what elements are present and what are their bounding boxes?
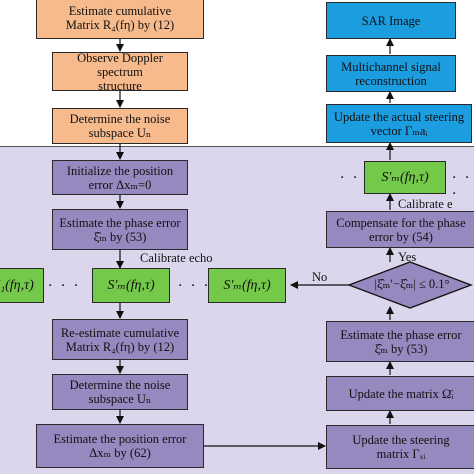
iterative-region xyxy=(0,146,474,474)
estimate-phase-error-box-right: Estimate the phase error ξ̂ₘ by (53) xyxy=(326,321,474,362)
ellipsis-right: · · · xyxy=(340,170,373,186)
calibrate-echo-label: Calibrate echo xyxy=(140,251,213,265)
ellipsis-2: · · · xyxy=(178,278,211,294)
sar-image-box: SAR Image xyxy=(326,2,456,39)
compensate-phase-box: Compensate for the phase error by (54) xyxy=(326,211,474,248)
re-estimate-cumulative-box: Re-estimate cumulative Matrix R₄(fη) by … xyxy=(52,319,188,360)
observe-doppler-box: Observe Doppler spectrum structure xyxy=(52,52,188,91)
signal-first-channel: S′₁(fη,τ) xyxy=(0,268,44,303)
signal-m-channel: S′ₘ(fη,τ) xyxy=(92,268,170,303)
calibrate-right-label: Calibrate e xyxy=(398,197,453,211)
noise-subspace-box-lower: Determine the noise subspace Uₙ xyxy=(52,374,188,410)
no-label: No xyxy=(312,270,328,284)
multichannel-reconstruction-box: Multichannel signal reconstruction xyxy=(326,55,456,92)
update-steering-matrix-box: Update the steering matrix Γₓᵢ xyxy=(326,425,474,469)
estimate-position-error-box: Estimate the position error Δxₘ by (62) xyxy=(36,424,204,468)
initialize-position-error-box: Initialize the position error Δxₘ=0 xyxy=(52,160,188,195)
yes-label: Yes xyxy=(398,250,417,264)
decision-diamond xyxy=(347,261,473,309)
ellipsis-1: · · · xyxy=(48,278,81,294)
decision-condition: |ξ̂ₘ′−ξ̂ₘ| ≤ 0.1° xyxy=(374,277,450,291)
noise-subspace-box-top: Determine the noise subspace Uₙ xyxy=(52,108,188,144)
update-actual-steering-box: Update the actual steering vector Γₘaᵢ xyxy=(326,104,472,143)
estimate-phase-error-box-left: Estimate the phase error ξ̂ₘ by (53) xyxy=(52,209,188,250)
signal-last-channel: S′ₘ(fη,τ) xyxy=(208,268,286,303)
signal-m-right: S′ₘ(fη,τ) xyxy=(364,161,446,194)
estimate-cumulative-box: Estimate cumulative Matrix R₄(fη) by (12… xyxy=(36,0,204,39)
ellipsis-right-2: · · · xyxy=(452,170,472,202)
update-matrix-omega-box: Update the matrix Ω̄ᵢ xyxy=(326,376,474,411)
